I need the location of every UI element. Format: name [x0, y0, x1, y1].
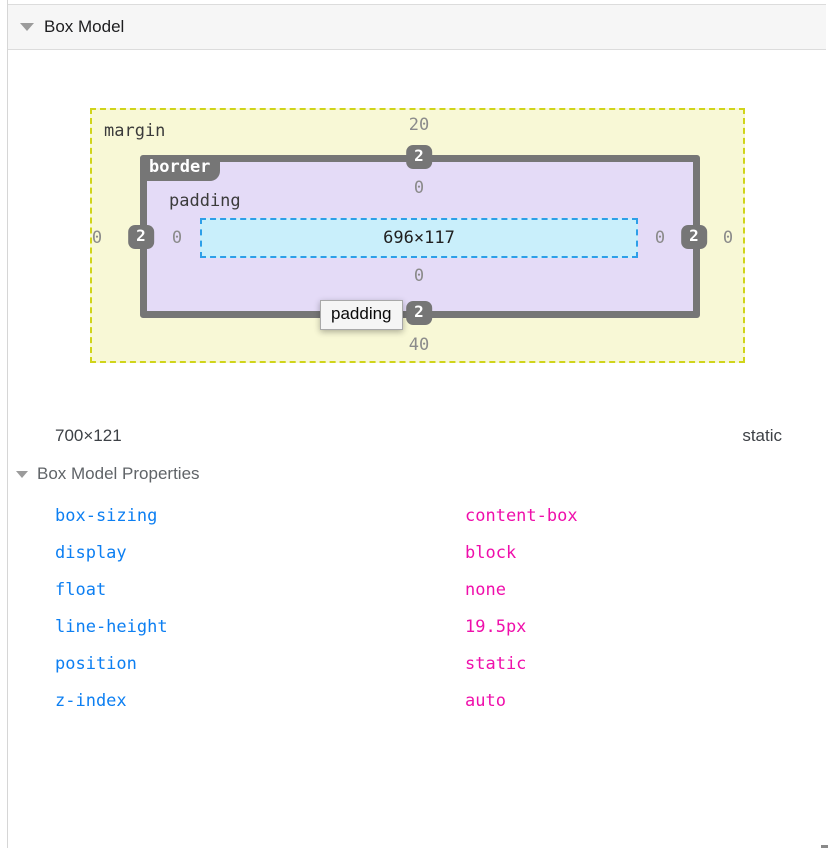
- margin-label: margin: [104, 121, 166, 141]
- property-name[interactable]: box-sizing: [55, 505, 158, 526]
- property-name[interactable]: position: [55, 653, 137, 674]
- disclosure-triangle-icon[interactable]: [20, 23, 34, 31]
- box-model-section-header[interactable]: Box Model: [8, 4, 826, 50]
- property-row[interactable]: float none: [0, 571, 828, 608]
- padding-tooltip: padding: [320, 300, 403, 330]
- padding-left-value[interactable]: 0: [171, 228, 183, 248]
- section-title: Box Model: [44, 17, 125, 36]
- border-right-width-badge[interactable]: 2: [681, 225, 707, 249]
- property-name[interactable]: float: [55, 579, 107, 600]
- padding-top-value[interactable]: 0: [413, 178, 425, 198]
- property-name[interactable]: display: [55, 542, 127, 563]
- margin-top-value[interactable]: 20: [408, 115, 430, 135]
- border-top-width-badge[interactable]: 2: [406, 145, 432, 169]
- property-row[interactable]: box-sizing content-box: [0, 497, 828, 534]
- border-bottom-width-badge[interactable]: 2: [406, 301, 432, 325]
- property-row[interactable]: display block: [0, 534, 828, 571]
- element-position: static: [742, 426, 782, 445]
- border-label: border: [140, 156, 221, 181]
- content-dimensions: 696×117: [383, 228, 455, 248]
- disclosure-triangle-icon[interactable]: [16, 470, 28, 478]
- property-value[interactable]: none: [465, 579, 506, 600]
- panel-left-divider: [7, 0, 8, 848]
- padding-bottom-value[interactable]: 0: [413, 266, 425, 286]
- margin-left-value[interactable]: 0: [91, 228, 103, 248]
- property-name[interactable]: z-index: [55, 690, 127, 711]
- padding-right-value[interactable]: 0: [654, 228, 666, 248]
- property-value[interactable]: content-box: [465, 505, 578, 526]
- property-value[interactable]: block: [465, 542, 517, 563]
- property-name[interactable]: line-height: [55, 616, 168, 637]
- properties-list: box-sizing content-box display block flo…: [0, 497, 828, 719]
- padding-label: padding: [169, 191, 241, 211]
- box-model-properties-header[interactable]: Box Model Properties: [16, 464, 200, 484]
- element-dimensions: 700×121: [55, 426, 122, 445]
- border-left-width-badge[interactable]: 2: [128, 225, 154, 249]
- margin-right-value[interactable]: 0: [722, 228, 734, 248]
- property-row[interactable]: position static: [0, 645, 828, 682]
- property-value[interactable]: static: [465, 653, 527, 674]
- window-resize-grip[interactable]: [821, 845, 828, 848]
- property-row[interactable]: z-index auto: [0, 682, 828, 719]
- margin-bottom-value[interactable]: 40: [408, 335, 430, 355]
- properties-section-title: Box Model Properties: [37, 464, 200, 483]
- property-value[interactable]: 19.5px: [465, 616, 527, 637]
- property-row[interactable]: line-height 19.5px: [0, 608, 828, 645]
- property-value[interactable]: auto: [465, 690, 506, 711]
- content-region[interactable]: 696×117: [200, 218, 638, 258]
